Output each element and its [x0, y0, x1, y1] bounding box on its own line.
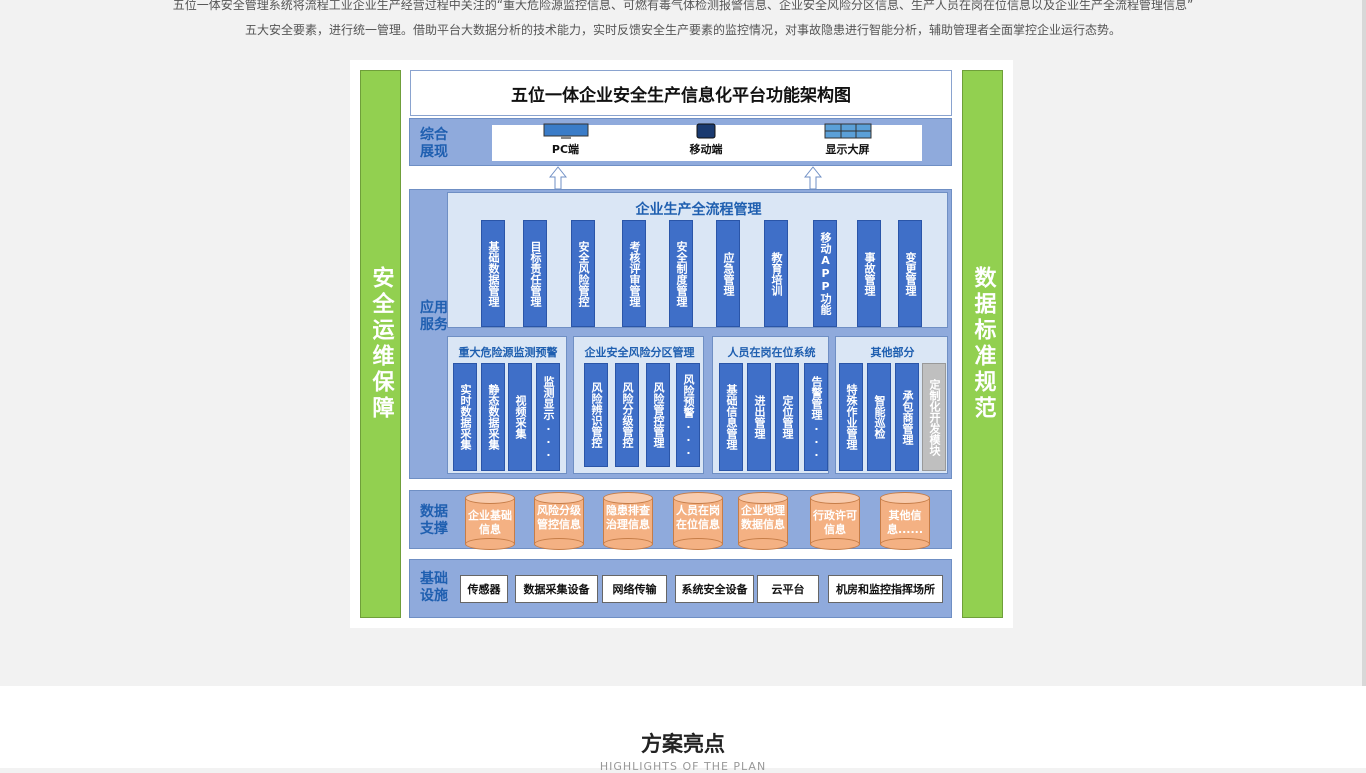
- module-custom-development: 定制化开发模块: [922, 363, 946, 471]
- highlights-title: 方案亮点: [641, 732, 725, 756]
- up-arrow-icon: [549, 166, 567, 190]
- module-access: 进出管理: [747, 363, 771, 471]
- display-layer: 综合展现 PC端 移动端 显示大屏: [409, 118, 952, 166]
- module-risk-warning: 风险预警...: [676, 363, 700, 467]
- device-bigscreen: 显示大屏: [824, 123, 872, 157]
- database-label: 风险分级管控信息: [537, 504, 581, 531]
- database-label: 其他信息......: [886, 509, 924, 536]
- database-icon: 其他信息......: [880, 492, 930, 550]
- up-arrow-icon: [804, 166, 822, 190]
- infra-control-room: 机房和监控指挥场所: [828, 575, 943, 603]
- device-bigscreen-label: 显示大屏: [825, 143, 870, 156]
- video-wall-icon: [824, 123, 871, 139]
- module-static-collection: 静态数据采集: [481, 363, 505, 471]
- device-pc: PC端: [543, 123, 589, 157]
- risk-zone-title: 企业安全风险分区管理: [584, 346, 695, 359]
- right-pillar-label: 数据标准规范: [970, 266, 996, 422]
- tablet-icon: [696, 123, 716, 139]
- intro-line-1: 五位一体安全管理系统将流程工业企业生产经营过程中关注的“重大危险源监控信息、可燃…: [172, 0, 1194, 12]
- database-icon: 人员在岗在位信息: [673, 492, 723, 550]
- infra-security-device: 系统安全设备: [675, 575, 754, 603]
- infra-sensor: 传感器: [460, 575, 508, 603]
- process-management-panel: 企业生产全流程管理 基础数据管理 目标责任管理 安全风险管控 考核评审管理 安全…: [447, 192, 948, 328]
- device-mobile: 移动端: [690, 123, 723, 157]
- module-monitor-display: 监测显示...: [536, 363, 560, 471]
- module-basic-info: 基础信息管理: [719, 363, 743, 471]
- database-label: 人员在岗在位信息: [676, 504, 720, 531]
- left-pillar: 安全运维保障: [360, 70, 401, 618]
- data-layer: 数据支撑 企业基础信息 风险分级管控信息 隐患排查治理信息 人员在岗在位信息 企…: [409, 490, 952, 550]
- module-contractor: 承包商管理: [895, 363, 919, 471]
- module-location: 定位管理: [775, 363, 799, 471]
- module-training: 教育培训: [764, 220, 788, 327]
- module-smart-inspection: 智能巡检: [867, 363, 891, 471]
- highlights-section: [0, 686, 1366, 768]
- database-label: 行政许可信息: [813, 509, 857, 536]
- module-target-responsibility: 目标责任管理: [523, 220, 547, 327]
- other-title: 其他部分: [870, 346, 915, 359]
- module-safety-rules: 安全制度管理: [669, 220, 693, 327]
- module-alarm: 告警管理...: [804, 363, 828, 471]
- infrastructure-layer: 基础设施 传感器 数据采集设备 网络传输 系统安全设备 云平台 机房和监控指挥场…: [409, 559, 952, 618]
- infra-data-collection: 数据采集设备: [515, 575, 598, 603]
- module-risk-grading: 风险分级管控: [615, 363, 639, 467]
- personnel-title: 人员在岗在位系统: [727, 346, 816, 359]
- database-icon: 企业基础信息: [465, 492, 515, 550]
- database-icon: 行政许可信息: [810, 492, 860, 550]
- risk-zone-group: 企业安全风险分区管理 风险辨识管控 风险分级管控 风险管控管理 风险预警...: [573, 336, 704, 474]
- module-special-work: 特殊作业管理: [839, 363, 863, 471]
- module-realtime-collection: 实时数据采集: [453, 363, 477, 471]
- data-layer-label: 数据支撑: [420, 504, 448, 537]
- module-risk-identification: 风险辨识管控: [584, 363, 608, 467]
- module-risk-control: 风险管控管理: [646, 363, 670, 467]
- scrollbar[interactable]: [1362, 0, 1366, 686]
- infra-network: 网络传输: [602, 575, 667, 603]
- application-layer-label: 应用服务: [420, 300, 448, 333]
- other-group: 其他部分 特殊作业管理 智能巡检 承包商管理 定制化开发模块: [835, 336, 948, 474]
- module-change: 变更管理: [898, 220, 922, 327]
- device-mobile-label: 移动端: [689, 143, 723, 156]
- display-layer-label: 综合展现: [420, 127, 448, 160]
- database-icon: 企业地理数据信息: [738, 492, 788, 550]
- intro-line-2: 五大安全要素，进行统一管理。借助平台大数据分析的技术能力，实时反馈安全生产要素的…: [244, 23, 1121, 37]
- hazard-monitoring-title: 重大危险源监测预警: [458, 346, 558, 359]
- architecture-diagram-card: 安全运维保障 数据标准规范 五位一体企业安全生产信息化平台功能架构图 综合展现 …: [350, 60, 1013, 628]
- module-video-collection: 视频采集: [508, 363, 532, 471]
- left-pillar-label: 安全运维保障: [368, 266, 394, 422]
- database-label: 隐患排查治理信息: [606, 504, 650, 531]
- diagram-title: 五位一体企业安全生产信息化平台功能架构图: [410, 70, 952, 116]
- module-basic-data: 基础数据管理: [481, 220, 505, 327]
- monitor-icon: [543, 123, 588, 139]
- device-strip: PC端 移动端 显示大屏: [492, 123, 922, 161]
- database-label: 企业地理数据信息: [741, 504, 785, 531]
- personnel-group: 人员在岗在位系统 基础信息管理 进出管理 定位管理 告警管理...: [712, 336, 829, 474]
- right-pillar: 数据标准规范: [962, 70, 1003, 618]
- module-emergency: 应急管理: [716, 220, 740, 327]
- process-management-title: 企业生产全流程管理: [635, 202, 762, 218]
- infra-cloud: 云平台: [757, 575, 819, 603]
- module-safety-risk: 安全风险管控: [571, 220, 595, 327]
- device-pc-label: PC端: [551, 143, 580, 156]
- database-icon: 风险分级管控信息: [534, 492, 584, 550]
- module-accident: 事故管理: [857, 220, 881, 327]
- highlights-subtitle: HIGHLIGHTS OF THE PLAN: [599, 760, 767, 773]
- module-mobile-app: 移动APP功能: [813, 220, 837, 327]
- database-label: 企业基础信息: [468, 509, 512, 536]
- database-icon: 隐患排查治理信息: [603, 492, 653, 550]
- module-assessment-review: 考核评审管理: [622, 220, 646, 327]
- infrastructure-layer-label: 基础设施: [420, 571, 448, 604]
- hazard-monitoring-group: 重大危险源监测预警 实时数据采集 静态数据采集 视频采集 监测显示...: [447, 336, 567, 474]
- application-layer: 应用服务 企业生产全流程管理 基础数据管理 目标责任管理 安全风险管控 考核评审…: [409, 189, 952, 479]
